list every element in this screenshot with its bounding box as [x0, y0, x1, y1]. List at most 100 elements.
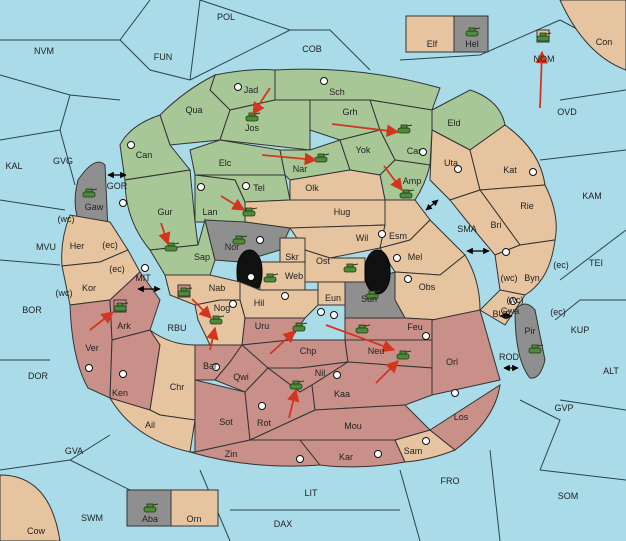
sea-label-pol: POL — [217, 12, 235, 22]
province-los[interactable] — [429, 383, 501, 451]
coast-label-gwa-ec: (ec) — [550, 307, 566, 317]
land-label-nar: Nar — [293, 164, 308, 174]
sea-label-dax: DAX — [274, 519, 293, 529]
land-label-yok: Yok — [356, 145, 371, 155]
sea-label-gvg: GVG — [53, 156, 73, 166]
land-label-orl: Orl — [446, 357, 458, 367]
land-label-mou: Mou — [344, 421, 362, 431]
sea-label-group: POL NVM FUN COB Con NOM OVD KAL GVG GOR … — [5, 12, 619, 536]
land-label-elf: Elf — [427, 39, 438, 49]
land-label-mel: Mel — [408, 252, 423, 262]
land-label-eld: Eld — [447, 118, 460, 128]
land-label-web: Web — [285, 271, 303, 281]
land-label-esm: Esm — [389, 231, 407, 241]
land-label-gaw: Gaw — [85, 202, 104, 212]
land-label-ver: Ver — [85, 343, 99, 353]
sea-label-kup: KUP — [571, 325, 590, 335]
province-her[interactable] — [61, 214, 129, 267]
land-label-qua: Qua — [185, 105, 202, 115]
coast-label-kor-wc: (wc) — [56, 288, 73, 298]
province-orl[interactable] — [431, 309, 501, 396]
land-label-lan: Lan — [202, 207, 217, 217]
land-label-uta: Uta — [444, 158, 458, 168]
land-label-rie: Rie — [520, 201, 534, 211]
province-elf[interactable] — [405, 15, 455, 53]
land-label-zin: Zin — [225, 449, 238, 459]
province-orn[interactable] — [170, 489, 219, 527]
land-label-elc: Elc — [219, 158, 232, 168]
land-label-wil: Wil — [356, 233, 369, 243]
land-label-gwa: Gwa — [501, 306, 520, 316]
land-label-sap: Sap — [194, 252, 210, 262]
land-label-car: Car — [407, 146, 422, 156]
land-label-obs: Obs — [419, 282, 436, 292]
province-can[interactable] — [119, 114, 191, 181]
sea-label-gva: GVA — [65, 446, 83, 456]
land-label-skr: Skr — [285, 252, 299, 262]
coast-label-gwa-wc: (wc) — [507, 295, 524, 305]
land-label-jad: Jad — [244, 85, 259, 95]
land-label-nab: Nab — [209, 283, 226, 293]
land-label-feu: Feu — [407, 322, 423, 332]
province-ail[interactable] — [108, 397, 196, 453]
supply-centres — [85, 77, 537, 463]
sea-label-ovd: OVD — [557, 107, 577, 117]
land-label-chr: Chr — [170, 382, 185, 392]
land-label-sam: Sam — [404, 446, 423, 456]
land-label-olk: Olk — [305, 183, 319, 193]
coast-label-group: (wc) (ec) (ec) (wc) (ec) (wc) (wc) (ec) — [56, 214, 569, 317]
land-label-sun: Sun — [361, 294, 377, 304]
sea-label-nvm: NVM — [34, 46, 54, 56]
sea-label-fun: FUN — [154, 52, 173, 62]
land-label-los: Los — [454, 412, 469, 422]
sea-label-tei: TEI — [589, 258, 603, 268]
sea-label-buc: BUC — [492, 309, 512, 319]
sea-label-rod: ROD — [499, 352, 520, 362]
land-label-neu: Neu — [368, 346, 385, 356]
land-label-eun: Eun — [325, 293, 341, 303]
coast-label-byn-ec: (ec) — [553, 260, 569, 270]
coast-label-kor-ec: (ec) — [109, 264, 125, 274]
land-label-her: Her — [70, 241, 85, 251]
land-label-amp: Amp — [403, 176, 422, 186]
province-gur[interactable] — [124, 169, 199, 251]
sea-label-cow: Cow — [27, 526, 46, 536]
land-label-orn: Orn — [186, 514, 201, 524]
land-label-gur: Gur — [157, 207, 172, 217]
coast-label-her-ec: (ec) — [102, 240, 118, 250]
land-label-hug: Hug — [334, 207, 351, 217]
land-label-kar: Kar — [339, 452, 353, 462]
land-label-byn: Byn — [524, 273, 540, 283]
land-label-sot: Sot — [219, 417, 233, 427]
land-label-rot: Rot — [257, 418, 272, 428]
sea-label-rbu: RBU — [167, 323, 186, 333]
land-label-ken: Ken — [112, 388, 128, 398]
province-olk[interactable] — [289, 169, 386, 201]
land-label-can: Can — [136, 150, 153, 160]
land-label-nog: Nog — [214, 303, 231, 313]
province-mou[interactable] — [249, 404, 431, 441]
land-label-pir: Pir — [525, 326, 536, 336]
land-label-hil: Hil — [254, 298, 265, 308]
land-label-sch: Sch — [329, 87, 345, 97]
units — [82, 27, 552, 513]
sea-label-nom: NOM — [534, 54, 555, 64]
land-label-chp: Chp — [300, 346, 317, 356]
coast-label-byn-wc: (wc) — [501, 273, 518, 283]
sea-label-kal: KAL — [5, 161, 22, 171]
land-label-ark: Ark — [117, 321, 131, 331]
province-pir[interactable] — [514, 303, 546, 379]
land-label-hel: Hel — [465, 39, 479, 49]
sea-label-swm: SWM — [81, 513, 103, 523]
land-label-ail: Ail — [145, 420, 155, 430]
land-label-kaa: Kaa — [334, 389, 350, 399]
province-hug[interactable] — [244, 199, 386, 229]
province-con[interactable] — [559, 0, 626, 71]
land-label-grh: Grh — [342, 107, 357, 117]
sea-label-gvp: GVP — [554, 403, 573, 413]
sea-label-mit: MIT — [135, 273, 151, 283]
land-label-kor: Kor — [82, 283, 96, 293]
sea-label-bor: BOR — [22, 305, 42, 315]
black-bar-right — [364, 249, 391, 295]
